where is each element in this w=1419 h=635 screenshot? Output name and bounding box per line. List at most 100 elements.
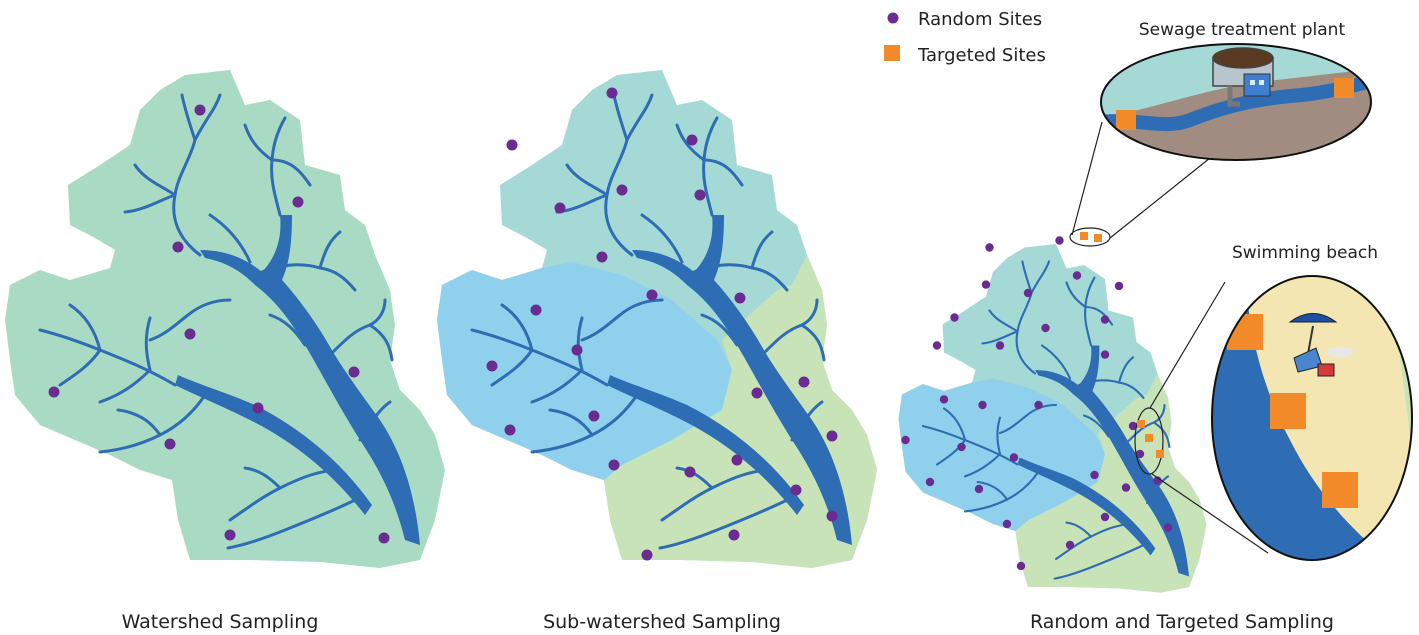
random-site: [995, 341, 1005, 350]
random-site: [728, 529, 740, 541]
random-site: [554, 202, 566, 214]
watershed-panel: Watershed Sampling: [5, 70, 445, 633]
random-sites: [901, 236, 1173, 571]
random-site: [646, 289, 658, 301]
targeted-site: [1080, 232, 1088, 240]
random-site: [530, 304, 542, 316]
targeted-panel: Random and Targeted Sampling: [898, 121, 1334, 633]
random-site: [596, 251, 608, 263]
random-site: [1100, 512, 1110, 522]
random-site: [1034, 400, 1043, 410]
beach-callout: Swimming beach: [1211, 243, 1413, 561]
random-sites-label: Random Sites: [918, 9, 1042, 30]
random-site: [194, 104, 206, 116]
random-site: [606, 87, 618, 99]
watershed-caption: Watershed Sampling: [122, 611, 319, 633]
random-site: [826, 430, 838, 442]
targeted-sites-label: Targeted Sites: [917, 45, 1046, 66]
sewage-callout-frame: [1100, 43, 1372, 161]
connector-line: [1149, 281, 1226, 409]
random-sites: [486, 87, 838, 561]
random-site: [826, 510, 838, 522]
targeted-site: [1137, 420, 1145, 428]
random-site: [1002, 519, 1012, 529]
subwatershed-caption: Sub-watershed Sampling: [543, 611, 781, 633]
random-site: [252, 402, 264, 414]
targeted-site: [1334, 78, 1354, 98]
targeted-site: [1094, 234, 1102, 242]
random-site: [348, 366, 360, 378]
targeted-site-legend-marker: [884, 45, 900, 61]
random-site: [588, 410, 600, 422]
random-site: [925, 477, 935, 487]
beach-callout-frame: [1211, 275, 1413, 561]
random-site: [1114, 281, 1124, 291]
random-site: [641, 549, 653, 561]
connector-line: [1151, 473, 1269, 554]
random-site: [1163, 523, 1173, 532]
random-site: [985, 243, 994, 252]
random-site: [378, 532, 390, 544]
random-site: [1065, 540, 1075, 550]
random-site: [1023, 288, 1033, 298]
targeted-site: [1322, 472, 1358, 508]
random-site: [981, 280, 991, 289]
connector-line: [1109, 157, 1211, 239]
random-site: [684, 466, 696, 478]
random-site: [224, 529, 236, 541]
random-site: [751, 387, 763, 399]
random-site: [731, 454, 743, 466]
random-site: [486, 360, 498, 372]
random-site: [1121, 483, 1131, 492]
random-site: [957, 442, 966, 452]
sewage-site-marker: [1069, 227, 1111, 247]
random-site: [734, 292, 746, 304]
random-site: [939, 395, 949, 404]
targeted-site: [1116, 110, 1136, 130]
beach-site-marker: [1134, 407, 1164, 475]
random-site: [686, 134, 698, 146]
random-site: [798, 376, 810, 388]
random-site: [1090, 470, 1099, 480]
random-site: [571, 344, 583, 356]
targeted-caption: Random and Targeted Sampling: [1030, 611, 1334, 633]
random-site: [48, 386, 60, 398]
random-site: [694, 189, 706, 201]
left-subwatershed: [898, 378, 1105, 531]
random-site: [1055, 236, 1064, 245]
random-site: [974, 484, 984, 494]
random-site: [1009, 453, 1019, 462]
random-site: [1016, 561, 1026, 571]
random-site-legend-marker: [887, 12, 899, 24]
targeted-site: [1156, 450, 1164, 458]
sewage-callout-title: Sewage treatment plant: [1139, 20, 1346, 40]
random-site: [292, 196, 304, 208]
sewage-callout: Sewage treatment plant: [1100, 20, 1372, 161]
random-site: [1041, 323, 1050, 333]
random-site: [1135, 449, 1145, 459]
random-site: [950, 313, 959, 322]
beach-callout-title: Swimming beach: [1232, 243, 1378, 263]
random-site: [164, 438, 176, 450]
random-site: [1128, 421, 1138, 431]
connector-line: [1071, 121, 1103, 236]
random-site: [1100, 350, 1110, 359]
targeted-site: [1270, 393, 1306, 429]
random-site: [901, 435, 910, 445]
targeted-site: [1145, 434, 1153, 442]
random-site: [932, 341, 942, 350]
random-site: [504, 424, 516, 436]
right-subwatershed: [604, 255, 877, 568]
random-sites: [48, 104, 390, 544]
legend: Random Sites Targeted Sites: [884, 9, 1046, 66]
random-site: [978, 400, 987, 410]
random-site: [1100, 315, 1110, 324]
random-site: [184, 328, 196, 340]
random-site: [790, 484, 802, 496]
right-subwatershed: [1015, 373, 1207, 593]
random-site: [506, 139, 518, 151]
subwatershed-panel: Sub-watershed Sampling: [437, 70, 877, 633]
random-site: [172, 241, 184, 253]
random-site: [608, 459, 620, 471]
